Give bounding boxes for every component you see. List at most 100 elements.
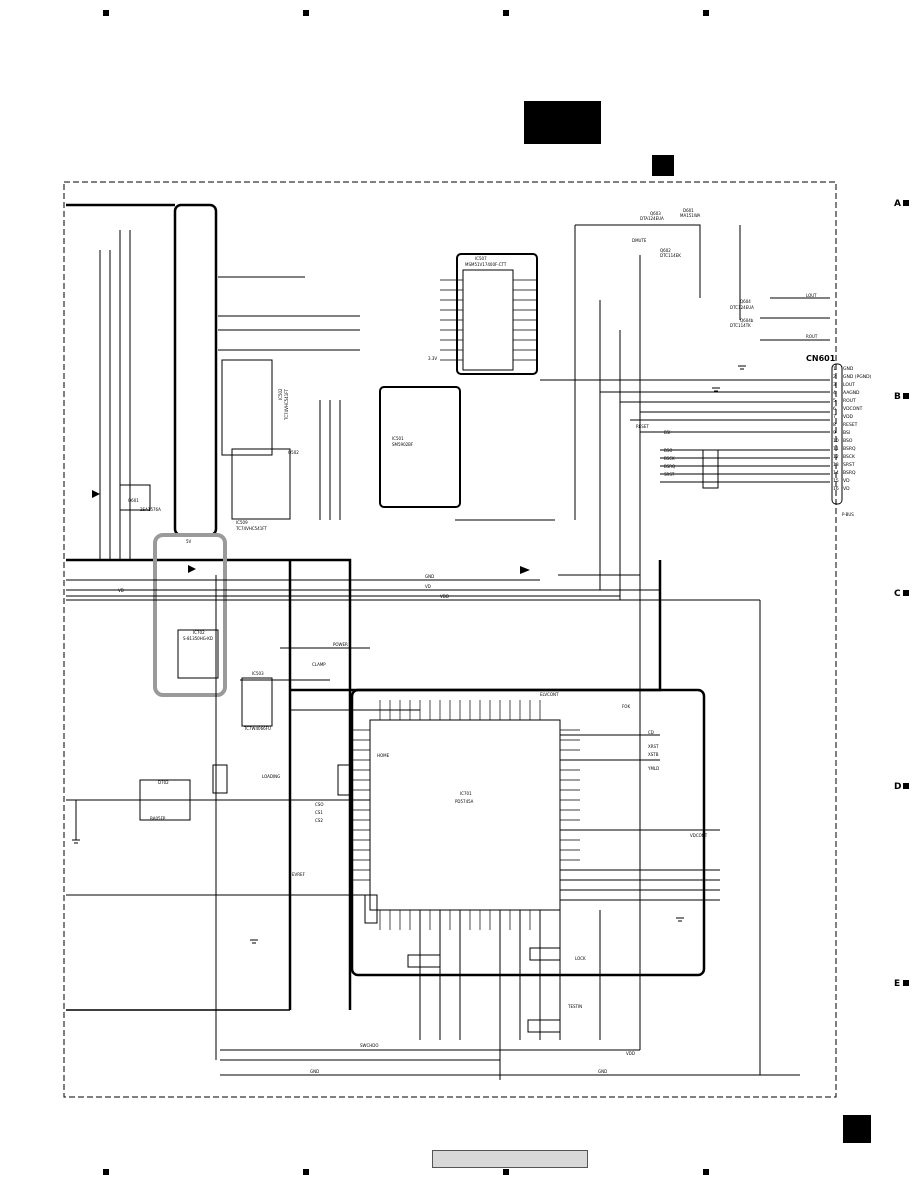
net-label: BSCK bbox=[664, 456, 675, 461]
registration-mark bbox=[503, 10, 509, 16]
ic-ref: IC509 bbox=[236, 520, 248, 525]
ic-part: S-81350HG-KD bbox=[183, 636, 213, 641]
net-label: 3.3V bbox=[428, 356, 437, 361]
diode-ref: D601 bbox=[683, 208, 694, 213]
net-label: BSI bbox=[664, 430, 670, 435]
ic-ref: IC502 bbox=[278, 388, 283, 400]
net-label: HOME bbox=[377, 753, 390, 758]
zone-letter: B bbox=[894, 392, 901, 402]
connector-pin-name: VD bbox=[843, 486, 850, 492]
net-label: XRST bbox=[648, 744, 659, 749]
connector-pin-number: 1 bbox=[833, 366, 836, 372]
net-label: SWCHDO bbox=[360, 1043, 379, 1048]
transistor-part: DTC114TK bbox=[730, 323, 751, 328]
transistor-ref: Q604b bbox=[740, 318, 754, 323]
connector-pin-name: GND (PGND) bbox=[843, 374, 872, 380]
connector-pin-number: 2 bbox=[833, 374, 836, 380]
connector-pin-number: 15 bbox=[833, 478, 839, 484]
zone-letter: D bbox=[894, 782, 901, 792]
side-mark bbox=[903, 200, 909, 206]
net-label: RESET bbox=[636, 424, 649, 429]
side-mark bbox=[903, 783, 909, 789]
diode-ref: D702 bbox=[158, 780, 169, 785]
side-mark bbox=[903, 393, 909, 399]
connector-pin-name: VDD bbox=[843, 414, 854, 420]
connector-ref: CN601 bbox=[806, 354, 836, 363]
connector-pin-number: 13 bbox=[833, 462, 839, 468]
ic-part: BA05FP bbox=[150, 816, 166, 821]
side-mark bbox=[903, 980, 909, 986]
connector-pin-number: 9 bbox=[833, 430, 836, 436]
ic-part: MSM51V17400F-CTT bbox=[465, 262, 507, 267]
connector-pin-number: 14 bbox=[833, 470, 839, 476]
ic-part: TC74VHC541FT bbox=[235, 526, 267, 531]
registration-mark bbox=[103, 10, 109, 16]
connector-pin-name: BSRQ bbox=[843, 446, 856, 452]
connector-pin-name: VD bbox=[843, 478, 850, 484]
registration-mark bbox=[703, 10, 709, 16]
net-label: GND bbox=[310, 1069, 319, 1074]
diode-part: MA151WA bbox=[680, 213, 701, 218]
net-label: TESTIN bbox=[567, 1004, 582, 1009]
transistor-ref: Q601 bbox=[128, 498, 139, 503]
net-label: XSTB bbox=[648, 752, 659, 757]
zone-letter: E bbox=[894, 979, 900, 989]
connector-pin-name: LOUT bbox=[843, 382, 855, 388]
net-label: VD bbox=[118, 588, 124, 593]
section-index-block bbox=[652, 155, 674, 176]
transistor-part: DTC114EK bbox=[660, 253, 681, 258]
page-corner-block bbox=[843, 1115, 871, 1143]
net-label: 5V bbox=[186, 539, 192, 544]
connector-pin-number: 5 bbox=[833, 398, 836, 404]
net-label: CLAMP bbox=[312, 662, 326, 667]
ic-ref: IC701 bbox=[460, 791, 472, 796]
connector-pin-name: GND bbox=[843, 366, 854, 372]
connector-pin-name: BSRQ bbox=[843, 470, 856, 476]
connector-pin-number: 4 bbox=[833, 390, 836, 396]
net-label: CS1 bbox=[315, 810, 323, 815]
connector-pin-name: BSCK bbox=[843, 454, 856, 460]
connector-pin-number: 11 bbox=[833, 446, 839, 452]
net-label: CD bbox=[648, 730, 654, 735]
side-mark bbox=[903, 590, 909, 596]
net-label: VDD bbox=[440, 594, 449, 599]
ic-part: PD5745A bbox=[455, 799, 474, 804]
net-label: VDCONT bbox=[690, 833, 708, 838]
transistor-ref: Q602 bbox=[660, 248, 671, 253]
net-label: CS2 bbox=[315, 818, 323, 823]
registration-mark bbox=[503, 1169, 509, 1175]
connector-pin-number: 7 bbox=[833, 414, 836, 420]
connector-pin-name: RESET bbox=[843, 422, 858, 428]
net-label: EVREF bbox=[292, 872, 306, 877]
registration-mark bbox=[303, 10, 309, 16]
net-label: FOK bbox=[622, 704, 630, 709]
ic-part: SM5902BF bbox=[392, 442, 414, 447]
transistor-part: DTA124EUA bbox=[640, 216, 664, 221]
connector-pin-name: ROUT bbox=[843, 398, 856, 404]
connector-pin-number: 6 bbox=[833, 406, 836, 412]
net-label: ROUT bbox=[806, 334, 818, 339]
footer-box bbox=[432, 1150, 588, 1168]
net-label: BSO bbox=[664, 448, 672, 453]
ic-ref: IC503 bbox=[252, 671, 264, 676]
net-label: DMUTE bbox=[632, 238, 647, 243]
net-label: POWER bbox=[333, 642, 348, 647]
net-label: YMLD bbox=[647, 766, 659, 771]
connector-pin-number: 3 bbox=[833, 382, 836, 388]
ic-ref: IC507 bbox=[475, 256, 487, 261]
ic-part: TC74VHC541FT bbox=[284, 389, 289, 421]
connector-type-label: P-BUS bbox=[842, 512, 854, 517]
net-label: LOADING bbox=[262, 774, 280, 779]
net-label: BSRQ bbox=[664, 464, 675, 469]
connector-pin-number: 12 bbox=[833, 454, 839, 460]
ic-ref: IC702 bbox=[193, 630, 205, 635]
connector-pin-number: 10 bbox=[833, 438, 839, 444]
transistor-ref: Q502 bbox=[288, 450, 299, 455]
section-title-block bbox=[524, 101, 601, 144]
transistor-part: DTC124EUA bbox=[730, 305, 754, 310]
zone-letter: C bbox=[894, 589, 901, 599]
ic-ref: IC501 bbox=[392, 436, 404, 441]
registration-mark bbox=[103, 1169, 109, 1175]
connector-pin-name: BSO bbox=[843, 438, 853, 444]
